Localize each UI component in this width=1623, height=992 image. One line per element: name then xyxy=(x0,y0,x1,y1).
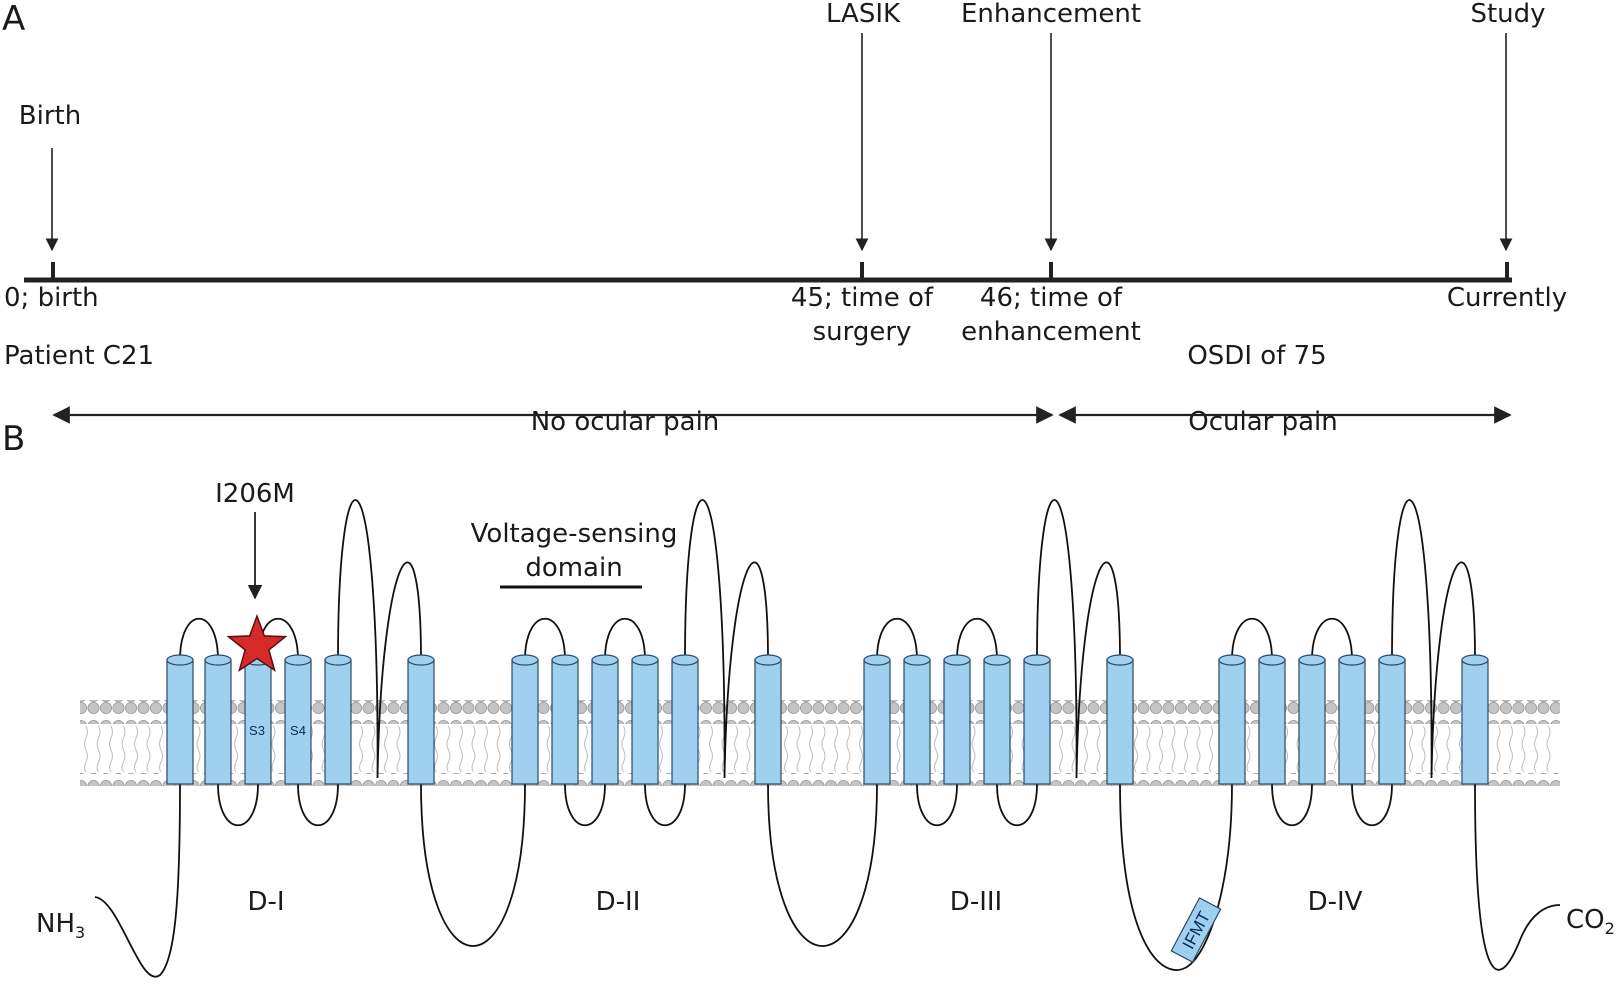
helix-d4-s6 xyxy=(1461,654,1489,785)
panel-a-label: A xyxy=(2,0,26,39)
intracellular-loop xyxy=(996,783,1038,826)
lipid-heads-inner xyxy=(80,773,1560,786)
mutation-star-icon xyxy=(226,613,288,673)
linker-loop xyxy=(1119,783,1233,971)
event-lasik-label: LASIK xyxy=(825,0,901,29)
time-label-study: Currently xyxy=(1446,283,1568,313)
helix-d2-s2 xyxy=(551,654,579,785)
intracellular-loop xyxy=(1271,783,1313,826)
helix-d3-s2 xyxy=(903,654,931,785)
osdi-label: OSDI of 75 xyxy=(1187,341,1327,371)
domain-label-d2: D-II xyxy=(595,887,641,917)
helix-d2-s1 xyxy=(511,654,539,785)
intracellular-loop xyxy=(644,783,686,826)
helix-d1-s1 xyxy=(166,654,194,785)
helix-d4-s2 xyxy=(1258,654,1286,785)
linker-loop xyxy=(1474,783,1561,971)
time-label-lasik-line1: 45; time of xyxy=(790,283,934,313)
protein-backbone xyxy=(94,499,1561,978)
patient-label: Patient C21 xyxy=(4,341,155,371)
pore-loop xyxy=(1036,499,1121,779)
intracellular-loop xyxy=(217,783,259,826)
helix-d3-s1 xyxy=(863,654,891,785)
helix-d3-s4 xyxy=(983,654,1011,785)
helix-d3-s6 xyxy=(1106,654,1134,785)
domain-label-d3: D-III xyxy=(949,887,1003,917)
timeline xyxy=(24,33,1513,424)
n-terminus-label: NH3 xyxy=(36,909,86,943)
helix-d1-s2 xyxy=(204,654,232,785)
segment-label-s3: S3 xyxy=(249,723,265,738)
helix-d2-s4 xyxy=(631,654,659,785)
transmembrane-helices xyxy=(166,654,1489,785)
pore-loop xyxy=(337,499,422,779)
extracellular-loop xyxy=(524,618,566,661)
event-enhancement-label: Enhancement xyxy=(960,0,1142,29)
voltage-sensing-label-line1: Voltage-sensing xyxy=(470,519,678,549)
time-label-enhancement-line2: enhancement xyxy=(961,317,1141,347)
intracellular-loop xyxy=(1351,783,1393,826)
time-label-lasik-line2: surgery xyxy=(812,317,912,347)
event-study-label: Study xyxy=(1470,0,1546,29)
helix-d4-s4 xyxy=(1338,654,1366,785)
linker-loop xyxy=(94,783,181,978)
extracellular-loop xyxy=(1311,618,1353,661)
helix-d1-s3 xyxy=(244,654,272,785)
time-label-enhancement-line1: 46; time of xyxy=(979,283,1123,313)
helix-d3-s3 xyxy=(943,654,971,785)
helix-d2-s3 xyxy=(591,654,619,785)
intracellular-loop xyxy=(916,783,958,826)
event-birth-label: Birth xyxy=(18,101,82,131)
helix-d2-s6 xyxy=(754,654,782,785)
helix-d1-s5 xyxy=(324,654,352,785)
time-label-birth: 0; birth xyxy=(4,283,99,313)
ifmt-motif: IFMT xyxy=(1170,897,1222,963)
helix-d4-s1 xyxy=(1218,654,1246,785)
helix-d3-s5 xyxy=(1023,654,1051,785)
pore-loop xyxy=(684,499,769,779)
intracellular-loop xyxy=(297,783,339,826)
extracellular-loop xyxy=(179,618,219,661)
helix-d1-s6 xyxy=(407,654,435,785)
c-terminus-label: CO2 xyxy=(1566,905,1615,939)
linker-loop xyxy=(767,783,878,947)
intracellular-loop xyxy=(564,783,606,826)
pore-loop xyxy=(1391,499,1476,779)
extracellular-loop xyxy=(1231,618,1273,661)
helix-d4-s5 xyxy=(1378,654,1406,785)
domain-label-d1: D-I xyxy=(247,887,285,917)
helix-d1-s4 xyxy=(284,654,312,785)
mutation-label: I206M xyxy=(215,479,295,509)
extracellular-loop xyxy=(876,618,918,661)
helix-d4-s3 xyxy=(1298,654,1326,785)
segment-label-s4: S4 xyxy=(290,723,306,738)
extracellular-loop xyxy=(956,618,998,661)
voltage-sensing-label-line2: domain xyxy=(525,553,623,583)
helix-d2-s5 xyxy=(671,654,699,785)
extracellular-loop xyxy=(604,618,646,661)
domain-label-d4: D-IV xyxy=(1307,887,1363,917)
panel-b-label: B xyxy=(2,419,26,459)
linker-loop xyxy=(420,783,526,947)
